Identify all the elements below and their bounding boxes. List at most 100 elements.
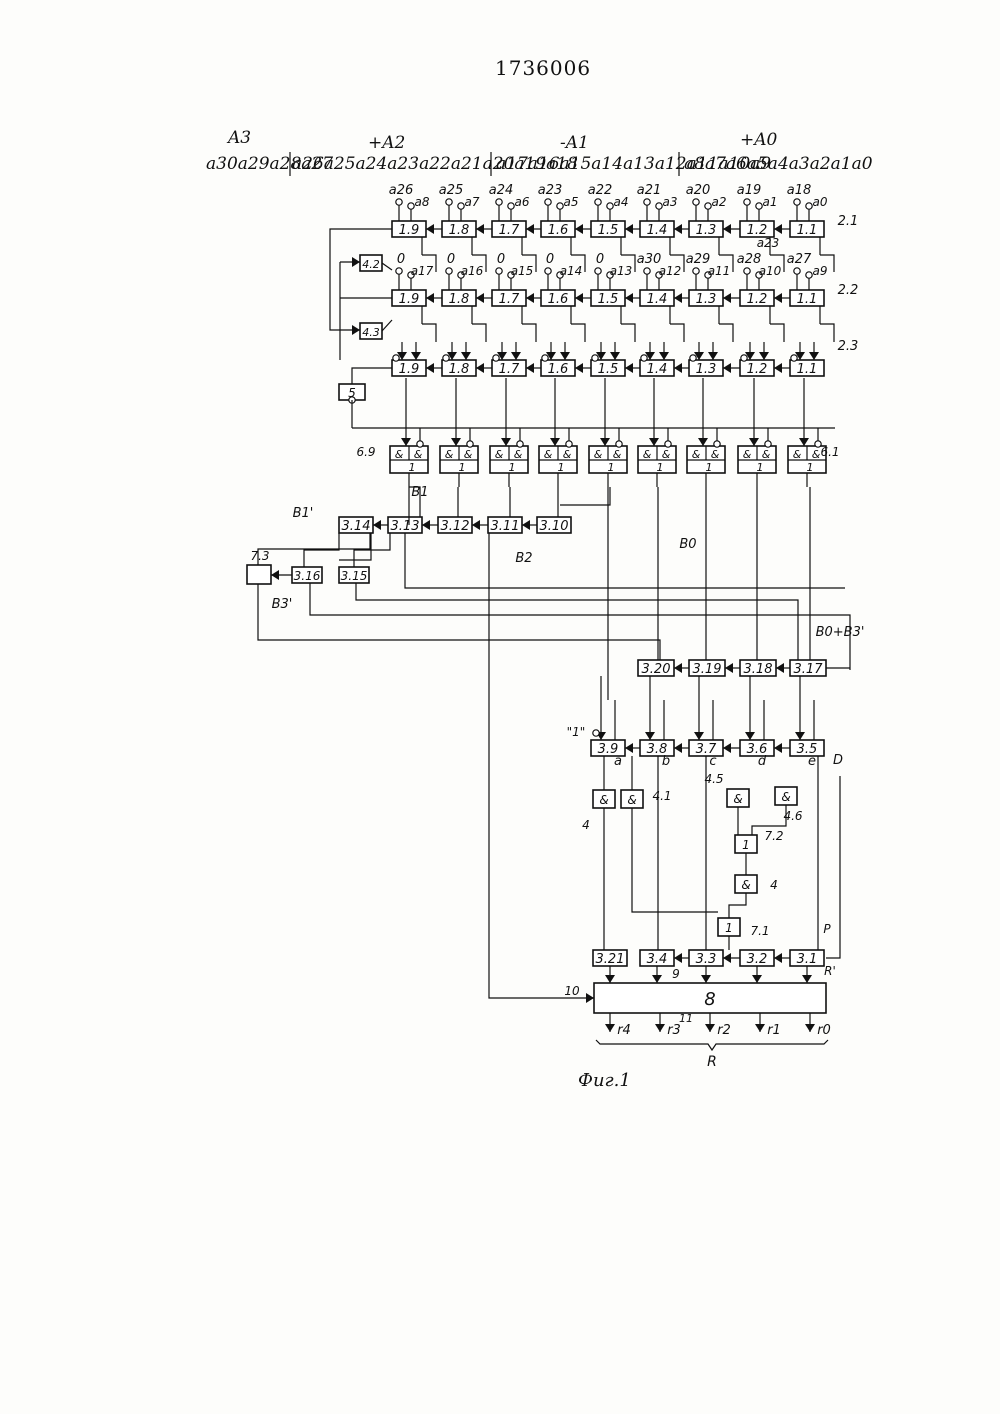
terminal [744, 268, 750, 274]
block-1-5-label: 1.5 [598, 292, 619, 307]
wire [352, 368, 392, 384]
signal-label: b [662, 754, 670, 769]
arrow [526, 224, 534, 234]
arrow [526, 363, 534, 373]
arrow [522, 520, 530, 530]
arrow [526, 293, 534, 303]
terminal [641, 355, 647, 361]
bus-label: B1' [293, 506, 314, 521]
wire [596, 1040, 828, 1050]
arrow [501, 438, 511, 446]
logic-label: 4 [582, 818, 590, 832]
input-label: a20 [686, 183, 711, 198]
block-7-3-label: 7.3 [250, 549, 269, 563]
signal-label: 11 [679, 1012, 693, 1025]
or-gate-label: 1 [558, 461, 565, 474]
arrow [600, 438, 610, 446]
and-gate-label: & [643, 448, 652, 461]
arrow [476, 224, 484, 234]
or-gate-label: 1 [807, 461, 814, 474]
wire [382, 320, 392, 331]
wire [632, 808, 718, 912]
input-label: a30 [637, 252, 662, 267]
input-label: a11 [708, 264, 731, 278]
block-1-6-label: 1.6 [548, 223, 569, 238]
wire [729, 893, 746, 918]
terminal [517, 441, 523, 447]
input-label: a10 [759, 264, 782, 278]
terminal [443, 355, 449, 361]
block-1-4-label: 1.4 [647, 223, 668, 238]
arrow [610, 352, 620, 360]
and-gate-label: & [762, 448, 771, 461]
block-3-4-label: 3.4 [647, 952, 668, 967]
input-label: a12 [659, 264, 682, 278]
terminal [408, 203, 414, 209]
and-gate-label: & [733, 792, 742, 806]
input-label: 0 [497, 252, 505, 267]
gates-first-label: 6.9 [356, 445, 375, 459]
and-gate-label: & [514, 448, 523, 461]
arrow [708, 352, 718, 360]
block-3-13-label: 3.13 [391, 519, 420, 534]
constant-label: "1" [567, 725, 586, 739]
block-4-3-label: 4.3 [362, 326, 380, 339]
block-1-5-label: 1.5 [598, 362, 619, 377]
arrow [422, 520, 430, 530]
block-1-8-label: 1.8 [449, 362, 470, 377]
arrow [625, 743, 633, 753]
input-label: a2 [712, 195, 727, 209]
block-1-1-label: 1.1 [797, 362, 818, 377]
block-3-17-label: 3.17 [794, 662, 824, 677]
arrow [472, 520, 480, 530]
arrow [705, 1024, 715, 1032]
arrow [352, 325, 360, 335]
input-label: a4 [614, 195, 629, 209]
terminal [705, 203, 711, 209]
output-label: r2 [717, 1023, 731, 1038]
terminal [595, 268, 601, 274]
block-3-14-label: 3.14 [342, 519, 371, 534]
and-gate-label: & [743, 448, 752, 461]
input-label: a13 [610, 264, 633, 278]
arrow [674, 663, 682, 673]
and-gate-label: & [781, 790, 790, 804]
wire [472, 324, 486, 342]
block-4-2-label: 4.2 [362, 258, 380, 271]
arrow [723, 293, 731, 303]
and-gate-label: & [495, 448, 504, 461]
arrow [799, 438, 809, 446]
input-label: a5 [564, 195, 579, 209]
block-1-3-label: 1.3 [696, 223, 717, 238]
input-label: a16 [461, 264, 484, 278]
arrow [426, 224, 434, 234]
block-3-1-label: 3.1 [797, 952, 818, 967]
input-label: a19 [737, 183, 762, 198]
wire [330, 229, 392, 330]
input-label: a21 [637, 183, 662, 198]
arrow [674, 224, 682, 234]
arrow [451, 438, 461, 446]
block-1-7-label: 1.7 [499, 362, 520, 377]
arrow [649, 438, 659, 446]
block-1-6-label: 1.6 [548, 362, 569, 377]
logic-label: 7.2 [764, 829, 783, 843]
terminal [744, 199, 750, 205]
arrow [774, 224, 782, 234]
block-3-19-label: 3.19 [693, 662, 722, 677]
block-1-2-label: 1.2 [747, 362, 768, 377]
input-label: 0 [546, 252, 554, 267]
arrow [674, 953, 682, 963]
terminal [741, 355, 747, 361]
and-gate-label: & [395, 448, 404, 461]
or-gate-label: 1 [409, 461, 416, 474]
output-label: r4 [617, 1023, 631, 1038]
arrow [659, 352, 669, 360]
signal-label: R' [824, 964, 836, 978]
bus-label: B0+B3' [816, 625, 865, 640]
arrow [625, 224, 633, 234]
logic-label: 7.1 [750, 924, 769, 938]
row-label: 2.3 [838, 339, 859, 354]
input-label: a3 [663, 195, 678, 209]
